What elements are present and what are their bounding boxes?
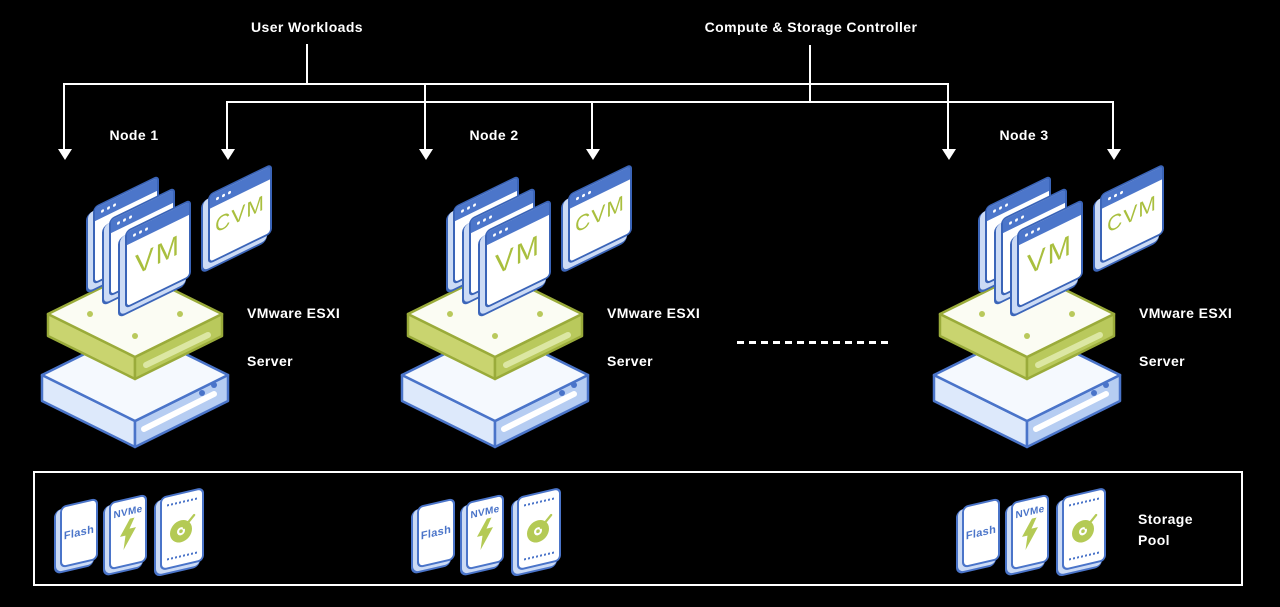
server-slabs (40, 269, 230, 449)
server-slot (501, 391, 577, 432)
server-label-line1: VMware ESXI (1139, 305, 1233, 321)
more-nodes-dashed-line (737, 341, 891, 344)
node-cluster-1: VM CVM VMware ESXI Server (40, 163, 340, 465)
flash-drive-card: Flash (417, 497, 455, 569)
node-3-label: Node 3 (999, 127, 1049, 143)
arrow-down-icon (1107, 149, 1121, 160)
flash-label: Flash (63, 523, 95, 543)
hypervisor-slab (46, 269, 224, 381)
server-slabs (400, 269, 590, 449)
server-label-line2: Server (1139, 353, 1185, 369)
window-dots-icon (1009, 220, 1012, 226)
window-dots-icon (1108, 196, 1111, 201)
window-dots-icon (461, 208, 464, 214)
window-dots-icon (493, 232, 496, 238)
arrow-line (591, 102, 593, 150)
arrow-line (947, 84, 949, 150)
window-dots-icon (216, 196, 219, 201)
compute-storage-controller-label: Compute & Storage Controller (704, 19, 918, 35)
node-2-label: Node 2 (469, 127, 519, 143)
flash-drive-card: Flash (962, 497, 1000, 569)
drive-group-3: Flash NVMe (962, 486, 1112, 574)
dotted-divider (1069, 551, 1099, 561)
arrow-line (1112, 102, 1114, 150)
arrow-down-icon (221, 149, 235, 160)
storage-pool-label-line2: Pool (1138, 532, 1170, 548)
cvm-window: CVM (568, 163, 632, 265)
flash-label: Flash (420, 523, 452, 543)
controller-stub-line (809, 45, 811, 102)
controller-bus-line (226, 101, 1114, 103)
user-workloads-label: User Workloads (251, 19, 363, 35)
arrow-down-icon (586, 149, 600, 160)
dotted-divider (1069, 497, 1099, 507)
node-1-label: Node 1 (109, 127, 159, 143)
server-label-line1: VMware ESXI (247, 305, 341, 321)
node-cluster-3: VM CVM VMware ESXI Server (932, 163, 1232, 465)
lightning-icon (477, 517, 493, 551)
dotted-divider (167, 551, 197, 561)
window-dots-icon (117, 220, 120, 226)
server-slabs (932, 269, 1122, 449)
server-port-dot (1091, 390, 1097, 396)
disk-drive-card (517, 486, 561, 572)
server-port-dot (1103, 382, 1109, 388)
arrow-line (63, 84, 65, 150)
nvme-drive-card: NVMe (1011, 493, 1049, 571)
window-dots-icon (477, 220, 480, 226)
arrow-down-icon (942, 149, 956, 160)
window-dots-icon (993, 208, 996, 214)
cvm-window: CVM (1100, 163, 1164, 265)
drive-group-2: Flash NVMe (417, 486, 567, 574)
arrow-down-icon (419, 149, 433, 160)
cvm-window: CVM (208, 163, 272, 265)
server-label-line2: Server (607, 353, 653, 369)
arrow-down-icon (58, 149, 72, 160)
server-port-dot (211, 382, 217, 388)
server-label-line2: Server (247, 353, 293, 369)
server-port-dot (199, 390, 205, 396)
lightning-icon (120, 517, 136, 551)
arrow-line (226, 102, 228, 150)
dotted-divider (167, 497, 197, 507)
flash-drive-card: Flash (60, 497, 98, 569)
flash-label: Flash (965, 523, 997, 543)
dotted-divider (524, 497, 554, 507)
storage-pool-label-line1: Storage (1138, 511, 1193, 527)
dotted-divider (524, 551, 554, 561)
nvme-drive-card: NVMe (466, 493, 504, 571)
hypervisor-slab (938, 269, 1116, 381)
server-slot (1033, 391, 1109, 432)
disk-drive-card (1062, 486, 1106, 572)
window-dots-icon (133, 232, 136, 238)
disk-platter-icon (170, 513, 196, 543)
server-label-line1: VMware ESXI (607, 305, 701, 321)
storage-pool-label: Storage Pool (1138, 509, 1193, 551)
node-cluster-2: VM CVM VMware ESXI Server (400, 163, 700, 465)
user-workloads-stub-line (306, 44, 308, 84)
window-dots-icon (1025, 232, 1028, 238)
storage-pool-box (33, 471, 1243, 586)
user-workloads-bus-line (63, 83, 949, 85)
nvme-drive-card: NVMe (109, 493, 147, 571)
lightning-icon (1022, 517, 1038, 551)
hypervisor-slab (406, 269, 584, 381)
server-port-dot (571, 382, 577, 388)
arrow-line (424, 84, 426, 150)
server-slot (141, 391, 217, 432)
server-port-dot (559, 390, 565, 396)
window-dots-icon (101, 208, 104, 214)
disk-drive-card (160, 486, 204, 572)
window-dots-icon (576, 196, 579, 201)
disk-platter-icon (527, 513, 553, 543)
drive-group-1: Flash NVMe (60, 486, 210, 574)
disk-platter-icon (1072, 513, 1098, 543)
